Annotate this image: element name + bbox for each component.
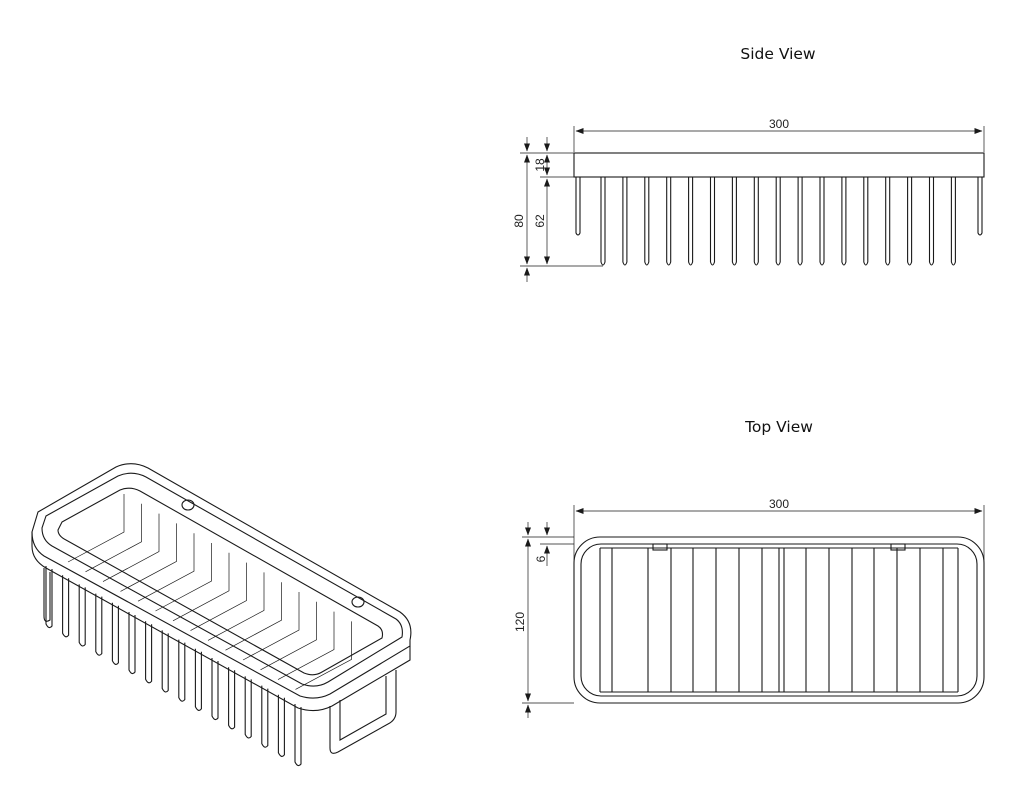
iso-inner-wire — [225, 582, 282, 651]
left-bracket — [652, 543, 668, 551]
side-wire — [644, 177, 650, 266]
top-outer-frame — [573, 536, 985, 704]
iso-inner-wire — [260, 601, 317, 671]
side-wires — [575, 177, 983, 266]
side-length-label: 300 — [769, 117, 789, 131]
side-wire — [863, 177, 869, 266]
iso-front-wires — [45, 566, 302, 767]
iso-end-wire-outer — [329, 670, 397, 754]
top-depth-dimensions: 6 120 — [513, 522, 574, 718]
iso-front-wire — [244, 676, 252, 739]
side-rim-height-label: 18 — [533, 158, 547, 172]
iso-front-wire — [228, 667, 236, 730]
side-total-height-label: 80 — [512, 214, 526, 228]
iso-front-wire — [211, 658, 219, 721]
iso-front-wire — [128, 612, 136, 675]
side-end-wire — [977, 177, 983, 236]
top-view: Top View 300 6 120 — [513, 418, 985, 718]
side-wire — [666, 177, 672, 266]
side-wire — [819, 177, 825, 266]
iso-rim-inner — [57, 487, 384, 676]
iso-rim-top-inner — [41, 472, 403, 687]
isometric-view — [31, 463, 412, 767]
top-depth-label: 120 — [513, 612, 527, 632]
iso-inner-wire — [102, 513, 160, 582]
iso-front-wire — [111, 602, 119, 665]
top-slats — [599, 548, 959, 692]
iso-inner-wire — [120, 523, 177, 592]
side-wire — [775, 177, 781, 266]
side-wire-height-label: 62 — [533, 214, 547, 228]
iso-left-end-wire — [43, 568, 51, 622]
side-wire — [797, 177, 803, 266]
iso-inner-wire — [207, 572, 265, 641]
iso-inner-wire — [242, 592, 300, 661]
side-wire — [753, 177, 759, 266]
right-bracket — [890, 543, 906, 551]
iso-front-wire — [294, 704, 302, 767]
iso-inner-wire — [85, 503, 142, 573]
side-wire — [928, 177, 935, 266]
side-wire — [731, 177, 737, 266]
iso-inner-wire — [190, 562, 247, 631]
side-wire — [907, 177, 913, 266]
iso-inner-wires — [67, 494, 352, 690]
top-length-label: 300 — [769, 497, 789, 511]
top-bracket-label: 6 — [534, 555, 548, 562]
iso-mount-hole-left — [181, 499, 195, 511]
iso-mount-hole-right — [351, 596, 365, 608]
iso-inner-wire — [155, 543, 212, 612]
side-view-title: Side View — [740, 45, 816, 63]
side-height-dimensions: 18 62 80 — [512, 137, 603, 282]
side-wire — [688, 177, 694, 266]
iso-inner-wire — [67, 494, 125, 563]
iso-inner-wire — [277, 611, 335, 680]
side-view: Side View 300 18 62 80 — [512, 45, 985, 282]
side-wire — [841, 177, 847, 266]
iso-front-wire — [45, 566, 53, 629]
iso-front-wire — [261, 685, 269, 748]
side-length-dimension: 300 — [573, 117, 985, 152]
iso-end-wire-inner — [339, 676, 387, 741]
side-wire — [950, 177, 956, 266]
side-wire — [709, 177, 716, 266]
iso-front-wire — [161, 630, 169, 693]
iso-front-wire — [95, 593, 103, 656]
iso-front-wire — [178, 639, 186, 702]
iso-front-wire — [277, 694, 285, 757]
iso-front-wire — [194, 648, 202, 711]
side-wire — [885, 177, 891, 266]
iso-front-wire — [62, 575, 70, 638]
iso-front-wire — [145, 621, 153, 684]
top-inner-frame — [580, 543, 978, 697]
top-length-dimension: 300 — [573, 497, 985, 560]
side-rim-bar — [573, 152, 985, 178]
iso-inner-wire — [172, 552, 230, 622]
side-wire — [600, 177, 606, 266]
iso-rim-front-edge — [31, 532, 411, 712]
iso-inner-wire — [137, 533, 195, 602]
top-view-title: Top View — [744, 418, 813, 436]
iso-front-wire — [78, 584, 86, 647]
side-end-wire — [575, 177, 581, 236]
iso-inner-wire — [295, 621, 352, 690]
side-wire — [622, 177, 628, 266]
iso-rim-outer — [31, 463, 412, 699]
